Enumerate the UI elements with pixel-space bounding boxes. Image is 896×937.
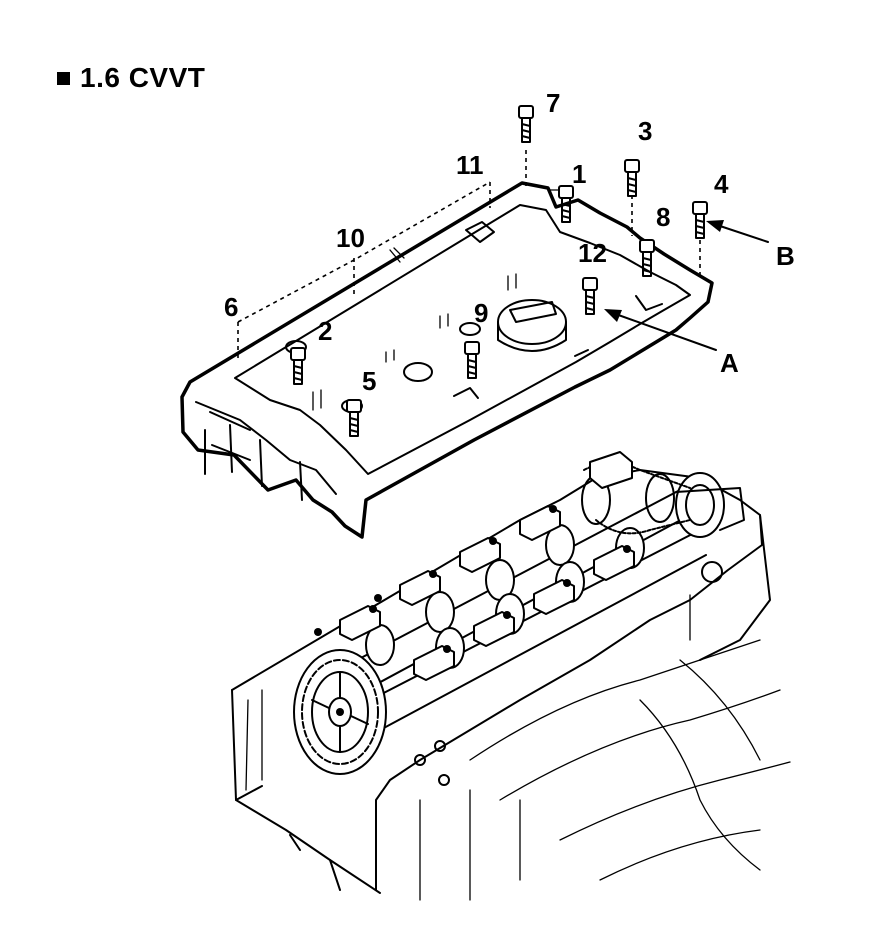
bolt-9 [464,341,480,379]
bolt-set [290,105,708,437]
bolt-12 [582,277,598,315]
bolt-label-10: 10 [336,223,365,253]
bolt-1 [558,185,574,223]
bolt-label-9: 9 [474,298,488,328]
bolt-label-1: 1 [572,159,586,189]
bolt-label-3: 3 [638,116,652,146]
title-text: 1.6 CVVT [80,62,206,93]
bolt-label-7: 7 [546,88,560,118]
bolt-5 [346,399,362,437]
bolt-8 [639,239,655,277]
cam-sprocket [293,649,387,775]
bolt-label-12: 12 [578,238,607,268]
bolt-4 [692,201,708,239]
bolt-leader-lines [237,150,701,362]
bolt-label-8: 8 [656,202,670,232]
bolt-number-labels: 1 2 3 4 5 6 7 8 9 10 11 12 [224,88,729,396]
bolt-2 [290,347,306,385]
cylinder-head [231,451,791,901]
bolt-label-4: 4 [714,169,729,199]
pointer-b: B [706,220,795,271]
bolt-3 [624,159,640,197]
bolt-label-11: 11 [456,150,484,180]
bolt-label-6: 6 [224,292,238,322]
bolt-label-5: 5 [362,366,376,396]
pointer-label-b: B [776,241,795,271]
pointer-a: A [604,309,739,378]
pointer-label-a: A [720,348,739,378]
bolt-label-2: 2 [318,316,332,346]
bolt-7 [518,105,534,143]
cylinder-head-cover [180,181,714,539]
title-bullet [57,71,70,85]
diagram-title: 1.6 CVVT [57,62,205,94]
